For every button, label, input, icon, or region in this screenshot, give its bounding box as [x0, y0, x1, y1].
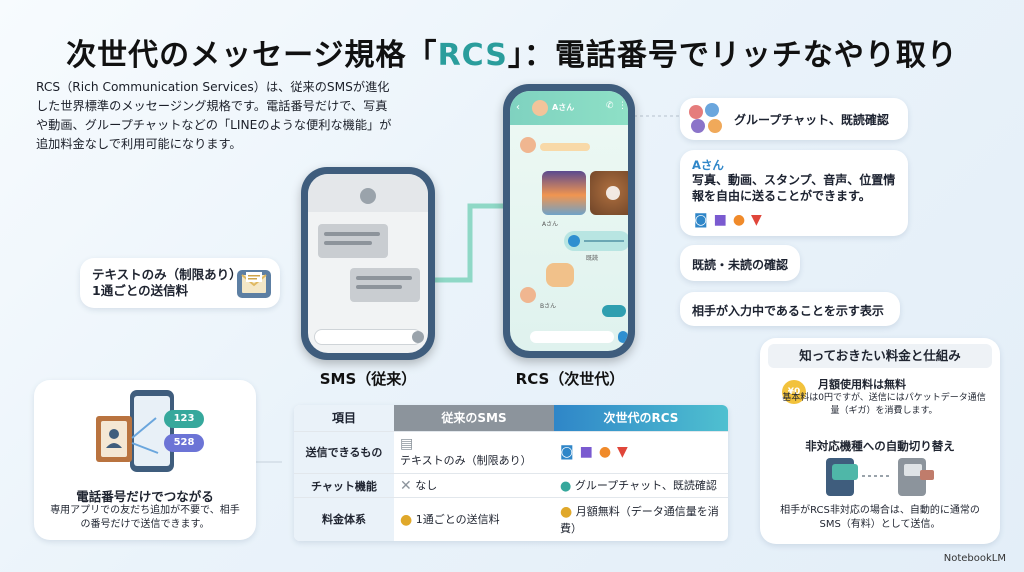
contact-avatar [532, 100, 548, 116]
fee-heading: 知っておきたい料金と仕組み [768, 344, 992, 368]
camera-icon: ◙ [560, 444, 580, 461]
fee-card: 知っておきたい料金と仕組み ¥0 月額使用料は無料 基本料は0円ですが、送信には… [760, 338, 1000, 544]
avatar-b [520, 287, 536, 303]
fee-sub2-title: 非対応機種への自動切り替え [805, 439, 955, 453]
fee-sub2-desc: 相手がRCS非対応の場合は、自動的に通常のSMS（有料）として送信。 [780, 505, 980, 530]
location-icon: ▼ [617, 444, 634, 461]
read-status: 既読 [586, 255, 599, 262]
phone-book-icon [96, 390, 174, 472]
sms-avatar-icon [360, 188, 376, 204]
table-header-rcs: 次世代のRCS [554, 405, 728, 431]
sticker-dog [546, 263, 574, 287]
typing-card: 相手が入力中であることを示す表示 [680, 292, 900, 326]
phone-number-card: 123 528 電話番号だけでつながる 専用アプリでの友だち追加が不要で、相手の… [34, 380, 256, 540]
typing-text: 相手が入力中であることを示す表示 [692, 304, 884, 318]
page-title: 次世代のメッセージ規格「RCS」：電話番号でリッチなやり取り [0, 30, 1024, 74]
table-row: 送信できるもの ▤ テキストのみ（制限あり） ◙■●▼ [294, 430, 728, 474]
table-row: 料金体系 ● 1通ごとの送信料 ● 月額無料（データ通信量を消費） [294, 496, 728, 541]
sms-label: SMS（従来） [319, 370, 417, 388]
row3-rcs: 月額無料（データ通信量を消費） [560, 504, 719, 535]
video-thumbnail[interactable] [590, 171, 628, 215]
fee-sub1-title: 月額使用料は無料 [818, 378, 906, 391]
row1-item: 送信できるもの [294, 430, 394, 474]
title-main: 次世代のメッセージ規格「 [66, 38, 438, 73]
table-header-item: 項目 [294, 405, 394, 431]
row3-item: 料金体系 [294, 496, 394, 541]
fee-sub1-desc: 基本料は0円ですが、送信にはパケットデータ通信量（ギガ）を消費します。 [782, 393, 986, 416]
person-icon: ● [598, 444, 618, 461]
footer-brand: NotebookLM [943, 553, 1006, 564]
number-badge-2: 528 [164, 434, 204, 452]
document-icon: ▤ [400, 436, 414, 453]
envelope-icon [237, 270, 271, 298]
rcs-phone: ‹ Aさん ✆ ⋮ Aさん 既読 Bさん [503, 84, 635, 358]
coins-icon: ● [400, 511, 413, 528]
title-tail: 」：電話番号でリッチなやり取り [507, 38, 958, 73]
camera-icon: ◙ [694, 212, 714, 228]
sms-send-icon[interactable] [412, 331, 424, 343]
group-icon: ● [560, 478, 572, 494]
video-icon: ■ [579, 444, 599, 461]
mic-icon[interactable] [618, 331, 628, 343]
caption-b: Bさん [540, 303, 557, 310]
phone-card-desc: 専用アプリでの友だち追加が不要で、相手の番号だけで送信できます。 [50, 505, 240, 530]
sms-note-card: テキストのみ（制限あり） 1通ごとの送信料 [80, 258, 280, 308]
group-chat-card: グループチャット、既読確認 [680, 98, 908, 140]
row1-sms: テキストのみ（制限あり） [400, 454, 532, 468]
video-icon: ■ [713, 212, 733, 228]
photo-sunset[interactable] [542, 171, 586, 215]
location-icon: ▼ [751, 212, 768, 228]
rcs-header [510, 91, 628, 125]
row2-rcs: グループチャット、既読確認 [574, 479, 717, 493]
fallback-icon [826, 458, 934, 496]
rcs-contact: Aさん [552, 103, 575, 112]
phone-card-title: 電話番号だけでつながる [76, 489, 214, 504]
sms-note-line1: テキストのみ（制限あり） [92, 267, 242, 282]
cross-icon: ✕ [400, 478, 412, 495]
number-badge-1: 123 [164, 410, 204, 428]
title-rcs: RCS [437, 38, 508, 73]
back-icon[interactable]: ‹ [516, 102, 520, 113]
media-text: 写真、動画、スタンプ、音声、位置情報を自由に送ることができます。 [692, 173, 896, 203]
zero-yen-icon: ● [560, 503, 573, 520]
sms-phone [301, 167, 435, 360]
sms-input[interactable] [314, 329, 422, 345]
rcs-label: RCS（次世代） [515, 370, 625, 388]
table-row: チャット機能 ✕ なし ● グループチャット、既読確認 [294, 473, 728, 498]
avatar-a [520, 137, 536, 153]
read-status-text: 既読・未読の確認 [692, 258, 789, 272]
more-icon[interactable]: ⋮ [618, 101, 627, 111]
person-icon: ● [732, 212, 752, 228]
row3-sms: 1通ごとの送信料 [415, 512, 500, 526]
rcs-input[interactable] [530, 331, 614, 343]
typing-indicator [602, 305, 626, 317]
media-card: Aさん 写真、動画、スタンプ、音声、位置情報を自由に送ることができます。 ◙■●… [680, 150, 908, 236]
group-chat-text: グループチャット、既読確認 [734, 113, 889, 127]
voice-message[interactable] [564, 231, 628, 251]
intro-text: RCS（Rich Communication Services）は、従来のSMS… [36, 80, 392, 151]
group-icon [689, 103, 722, 133]
comparison-table: 項目 従来のSMS 次世代のRCS 送信できるもの ▤ テキストのみ（制限あり）… [294, 405, 728, 541]
zero-yen-icon: ¥0 [782, 380, 806, 404]
row2-sms: なし [415, 479, 438, 493]
caption-a: Aさん [542, 221, 559, 228]
sms-note-line2: 1通ごとの送信料 [92, 283, 189, 298]
read-status-card: 既読・未読の確認 [680, 245, 800, 281]
phone-icon[interactable]: ✆ [606, 101, 614, 111]
media-name: Aさん [692, 158, 724, 172]
table-header-sms: 従来のSMS [394, 405, 554, 431]
row2-item: チャット機能 [294, 473, 394, 498]
